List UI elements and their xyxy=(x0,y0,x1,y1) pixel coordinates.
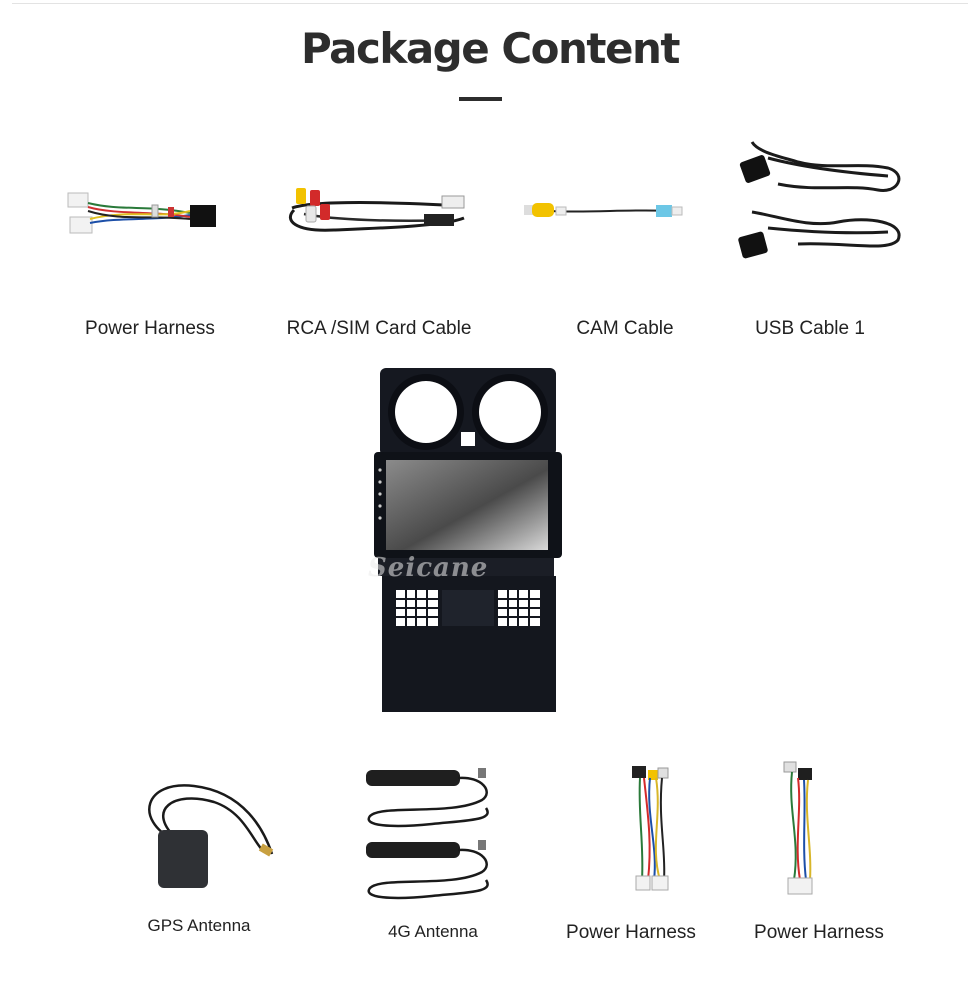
4g-antenna-image xyxy=(362,764,502,904)
gps-antenna-icon xyxy=(148,784,274,888)
gps-antenna-image xyxy=(134,780,279,892)
rca-sim-cable-image xyxy=(274,180,474,240)
power-harness-label: Power Harness xyxy=(85,318,215,339)
cam-cable-image xyxy=(520,195,690,229)
power-harness-image xyxy=(60,185,225,245)
gps-antenna-label: GPS Antenna xyxy=(147,916,251,935)
camera-cable-icon xyxy=(524,203,683,217)
wire-harness-icon xyxy=(783,761,813,895)
usb-cable-label: USB Cable 1 xyxy=(755,318,865,339)
wire-harness-icon xyxy=(67,192,216,234)
antenna-icon xyxy=(366,768,489,900)
power-harness-label-2: Power Harness xyxy=(566,922,696,943)
head-unit-icon xyxy=(374,368,562,712)
wire-harness-icon xyxy=(632,766,669,891)
title-underline xyxy=(459,97,502,101)
rca-cable-icon xyxy=(288,188,465,232)
head-unit-image xyxy=(370,368,566,713)
top-divider xyxy=(12,3,968,4)
usb-cable-icon xyxy=(738,141,901,259)
power-harness-image xyxy=(622,764,682,904)
brand-watermark: Seicane xyxy=(368,553,489,583)
page-title: Package Content xyxy=(301,24,680,73)
rca-sim-cable-label: RCA /SIM Card Cable xyxy=(286,318,472,339)
usb-cable-image xyxy=(738,132,908,262)
cam-cable-label: CAM Cable xyxy=(576,318,674,339)
power-harness-label-3: Power Harness xyxy=(754,922,884,943)
4g-antenna-label: 4G Antenna xyxy=(388,922,478,941)
power-harness-image-2 xyxy=(776,760,826,904)
